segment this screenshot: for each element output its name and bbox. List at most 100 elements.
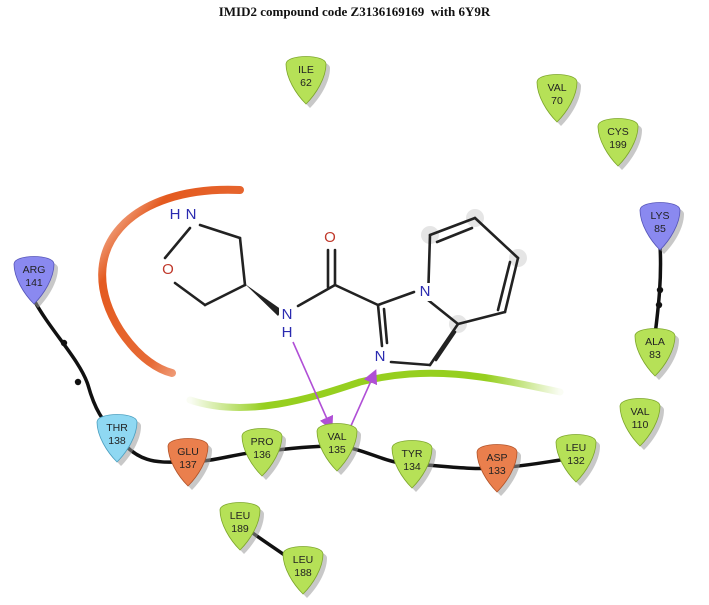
atom-ring-nh-hydrogen: H bbox=[170, 206, 181, 223]
bond-c7-c8 bbox=[503, 256, 520, 314]
bond-c1-c8a-double bbox=[434, 330, 457, 362]
residue-number: 132 bbox=[567, 455, 585, 467]
residue-body-val135 bbox=[316, 423, 358, 472]
residue-name: ASP bbox=[486, 452, 507, 464]
bond-c1-c4 bbox=[238, 236, 247, 287]
atom-bg-bridge-n bbox=[417, 283, 433, 301]
atom-carbonyl-o: O bbox=[324, 229, 336, 246]
backbone-node-1 bbox=[74, 378, 82, 386]
atom-amide-n: N bbox=[282, 306, 293, 323]
residue-name: LEU bbox=[566, 442, 586, 454]
backbone-node-2 bbox=[656, 286, 664, 294]
hbond-arrow-val135-to-n bbox=[349, 369, 378, 429]
bond-c8-c8a bbox=[456, 310, 507, 326]
residue-body-leu132 bbox=[555, 434, 597, 483]
bond-c5-c6-double bbox=[435, 226, 474, 244]
residue-number: 134 bbox=[403, 461, 421, 473]
residue-body-arg141 bbox=[13, 256, 55, 305]
residue-body-cys199 bbox=[597, 118, 639, 167]
atom-ring-nh: N bbox=[186, 206, 197, 223]
bond-carbonyl-c-ring bbox=[333, 283, 380, 307]
atom-bg-carbonyl-o bbox=[322, 229, 338, 247]
residue-body-ile62 bbox=[285, 56, 327, 105]
backbone-chain bbox=[32, 243, 664, 570]
residue-body-glu137 bbox=[167, 438, 209, 487]
residue-number: 199 bbox=[609, 139, 627, 151]
residue-number: 135 bbox=[328, 444, 346, 456]
residue-body-val70 bbox=[536, 74, 578, 123]
residue-number: 189 bbox=[231, 523, 249, 535]
bond-c3-n2-double bbox=[382, 307, 389, 345]
residue-name: LYS bbox=[650, 210, 669, 222]
residue-number: 133 bbox=[488, 465, 506, 477]
bond-c3-n4 bbox=[376, 290, 416, 307]
backbone-link-lys85-ala83 bbox=[653, 243, 663, 337]
residue-number: 141 bbox=[25, 277, 43, 289]
bond-n2-c1 bbox=[389, 360, 432, 367]
residue-number: 62 bbox=[300, 77, 312, 89]
atom-ring-o: O bbox=[162, 261, 174, 278]
bond-n-c1 bbox=[198, 223, 242, 240]
residue-name: PRO bbox=[251, 436, 274, 448]
bond-n-carbonyl-c bbox=[296, 283, 337, 308]
residue-name: CYS bbox=[607, 126, 629, 138]
bond-c5-o bbox=[173, 281, 207, 307]
bond-o-n bbox=[163, 226, 192, 260]
residue-number: 85 bbox=[654, 223, 666, 235]
backbone-node-3 bbox=[655, 301, 663, 309]
backbone-node-0 bbox=[60, 339, 68, 347]
residue-name: LEU bbox=[293, 554, 313, 566]
residue-name: VAL bbox=[327, 431, 346, 443]
residue-body-ala83 bbox=[634, 328, 676, 377]
residue-number: 138 bbox=[108, 435, 126, 447]
residue-name: GLU bbox=[177, 446, 199, 458]
hbond-arrow-nh-to-val135 bbox=[292, 341, 334, 431]
residue-name: ILE bbox=[298, 64, 314, 76]
residue-number: 137 bbox=[179, 459, 197, 471]
atom-bg-imidazole-n bbox=[372, 348, 388, 366]
bond-wedge bbox=[245, 284, 282, 316]
bond-c5-c6 bbox=[428, 216, 477, 237]
residue-name: THR bbox=[106, 422, 128, 434]
bond-c7-c8-double bbox=[496, 260, 512, 312]
residue-number: 70 bbox=[551, 95, 563, 107]
residue-name: ALA bbox=[645, 336, 665, 348]
residue-body-leu189 bbox=[219, 502, 261, 551]
bond-c4-c5 bbox=[203, 283, 247, 307]
atom-bridge-n: N bbox=[420, 283, 431, 300]
residue-body-thr138 bbox=[96, 414, 138, 463]
residue-number: 110 bbox=[632, 419, 649, 431]
exposure-contour-orange bbox=[98, 185, 244, 377]
residue-body-leu188 bbox=[282, 546, 324, 595]
residue-name: LEU bbox=[230, 510, 250, 522]
atom-bg-amide-n bbox=[279, 306, 295, 324]
residue-name: VAL bbox=[630, 406, 649, 418]
bond-c6-c7 bbox=[473, 216, 520, 260]
residue-body-pro136 bbox=[241, 428, 283, 477]
atom-bg-ring-nh bbox=[183, 206, 199, 224]
atom-bg-ring-o bbox=[160, 261, 176, 279]
bond-c3-n2 bbox=[376, 303, 384, 348]
residue-name: ARG bbox=[23, 264, 46, 276]
bond-c1-c8a bbox=[428, 322, 460, 367]
residue-body-asp133 bbox=[476, 444, 518, 493]
hydrogen-bonds bbox=[292, 341, 378, 431]
